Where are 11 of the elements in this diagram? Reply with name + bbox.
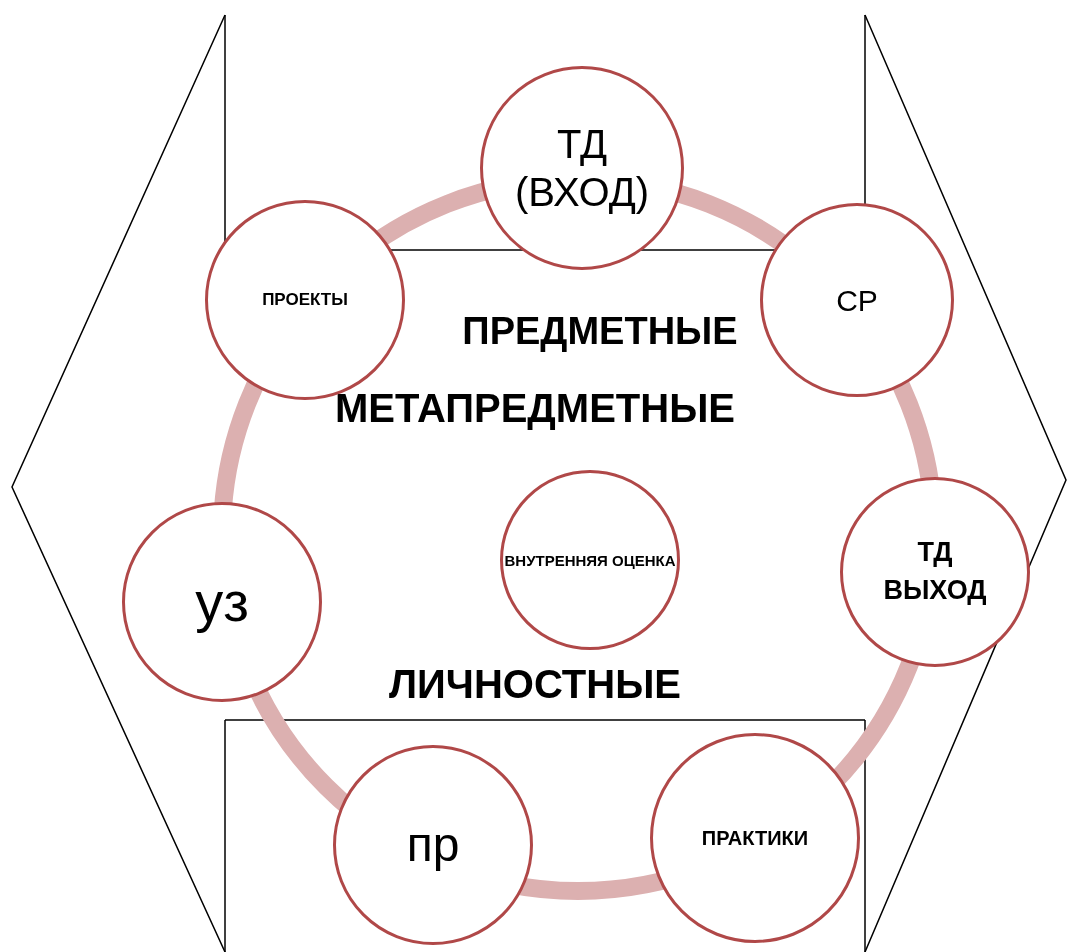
level-heading: ЛИЧНОСТНЫЕ (389, 664, 681, 704)
node-label: ВНУТРЕННЯЯ ОЦЕНКА (504, 550, 676, 571)
node-label: пр (406, 817, 460, 873)
node-label: ТД ВЫХОД (882, 536, 988, 607)
level-heading: МЕТАПРЕДМЕТНЫЕ (334, 388, 735, 428)
node-label: ПРАКТИКИ (701, 826, 809, 851)
node-label: уз (195, 569, 249, 635)
node-label: СР (836, 282, 878, 319)
level-heading: ПРЕДМЕТНЫЕ (462, 312, 738, 350)
node-label: ТД (ВХОД) (513, 121, 651, 216)
node-label: ПРОЕКТЫ (262, 289, 348, 312)
